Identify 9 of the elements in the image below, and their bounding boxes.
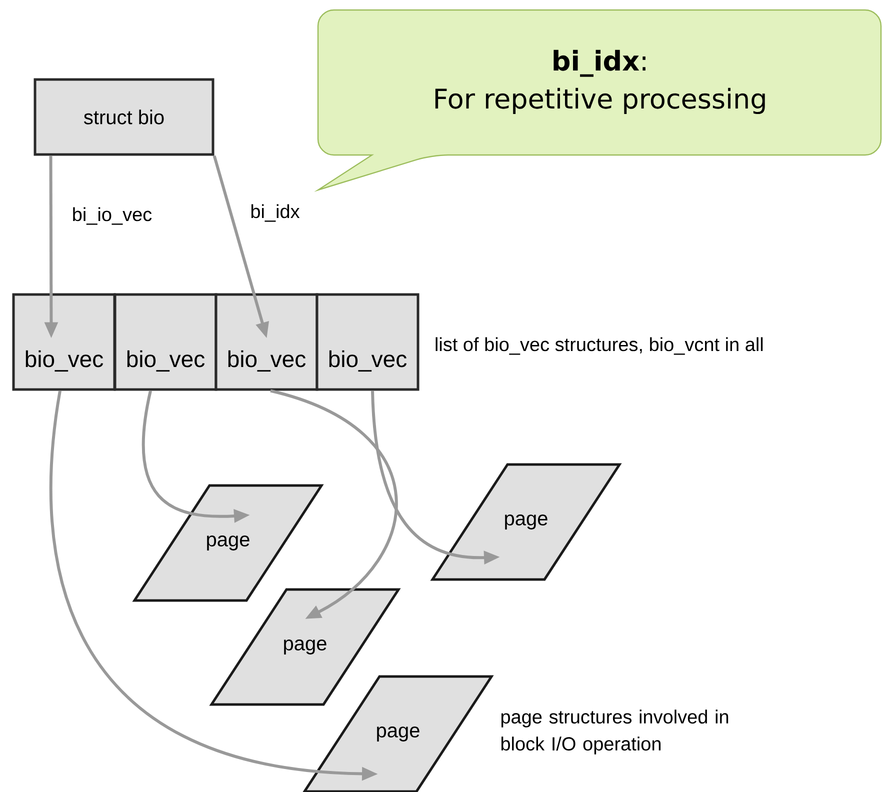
edge-label: bi_io_vec	[70, 205, 154, 227]
array-cell: bio_vec	[12, 293, 116, 391]
note-text: list of bio_vec structures, bio_vcnt in all	[436, 337, 763, 355]
array-cell: bio_vec	[114, 293, 218, 391]
edge-label: bi_idx	[248, 202, 302, 224]
struct-box: struct bio	[34, 78, 214, 156]
array-cell: bio_vec	[316, 293, 420, 391]
array-cell: bio_vec	[214, 293, 318, 391]
arrow	[270, 389, 398, 619]
